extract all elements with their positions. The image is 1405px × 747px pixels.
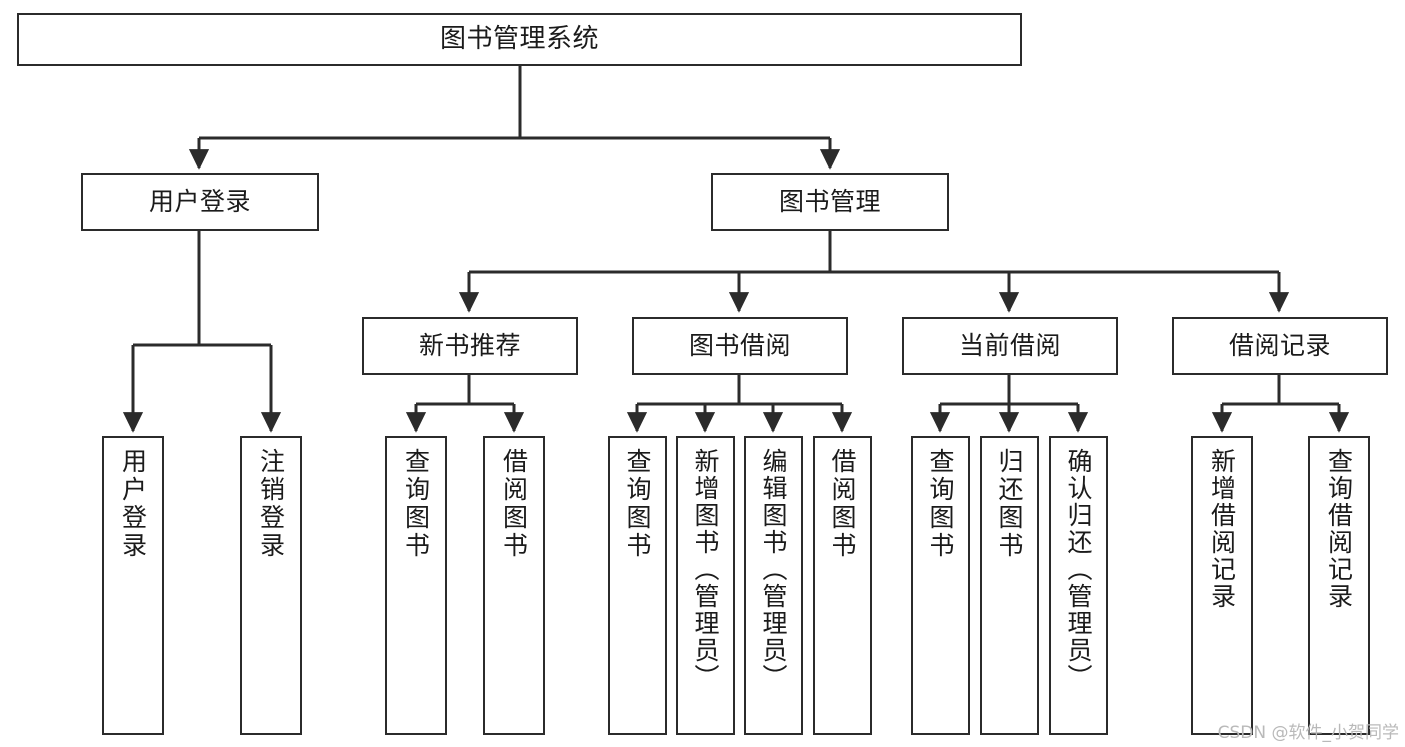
node-label: 用户登录: [148, 186, 251, 216]
node-label: 图书管理: [778, 186, 881, 216]
leaf-add-borrow-record[interactable]: 新增借阅记录: [1191, 436, 1253, 735]
leaf-query-book-recommend[interactable]: 查询图书: [385, 436, 447, 735]
leaf-return-book[interactable]: 归还图书: [980, 436, 1039, 735]
node-label: 当前借阅: [958, 330, 1061, 360]
node-root-book-management-system[interactable]: 图书管理系统: [17, 13, 1022, 66]
leaf-edit-book-admin[interactable]: 编辑图书（管理员）: [744, 436, 803, 735]
node-borrow-record[interactable]: 借阅记录: [1172, 317, 1388, 375]
node-current-borrow[interactable]: 当前借阅: [902, 317, 1118, 375]
node-label: 确认归还（管理员）: [1064, 448, 1093, 691]
node-label: 注销登录: [256, 448, 286, 560]
node-user-login[interactable]: 用户登录: [81, 173, 319, 231]
leaf-logout[interactable]: 注销登录: [240, 436, 302, 735]
leaf-query-borrow-record[interactable]: 查询借阅记录: [1308, 436, 1370, 735]
node-book-management[interactable]: 图书管理: [711, 173, 949, 231]
leaf-query-book-borrow[interactable]: 查询图书: [608, 436, 667, 735]
node-label: 图书借阅: [688, 330, 791, 360]
node-label: 编辑图书（管理员）: [759, 448, 788, 691]
node-label: 图书管理系统: [439, 23, 599, 54]
node-label: 查询图书: [401, 448, 431, 560]
node-label: 新增图书（管理员）: [691, 448, 720, 691]
node-label: 查询借阅记录: [1324, 448, 1354, 610]
leaf-add-book-admin[interactable]: 新增图书（管理员）: [676, 436, 735, 735]
node-label: 借阅图书: [499, 448, 529, 560]
node-label: 借阅图书: [828, 448, 857, 560]
leaf-user-login[interactable]: 用户登录: [102, 436, 164, 735]
node-book-borrow[interactable]: 图书借阅: [632, 317, 848, 375]
node-label: 新增借阅记录: [1207, 448, 1237, 610]
leaf-query-book-current[interactable]: 查询图书: [911, 436, 970, 735]
leaf-borrow-book-recommend[interactable]: 借阅图书: [483, 436, 545, 735]
node-label: 用户登录: [118, 448, 148, 560]
node-label: 借阅记录: [1228, 330, 1331, 360]
node-label: 归还图书: [995, 448, 1024, 560]
node-label: 新书推荐: [418, 330, 521, 360]
node-new-book-recommend[interactable]: 新书推荐: [362, 317, 578, 375]
node-label: 查询图书: [926, 448, 955, 560]
leaf-borrow-book[interactable]: 借阅图书: [813, 436, 872, 735]
node-label: 查询图书: [623, 448, 652, 560]
leaf-confirm-return-admin[interactable]: 确认归还（管理员）: [1049, 436, 1108, 735]
